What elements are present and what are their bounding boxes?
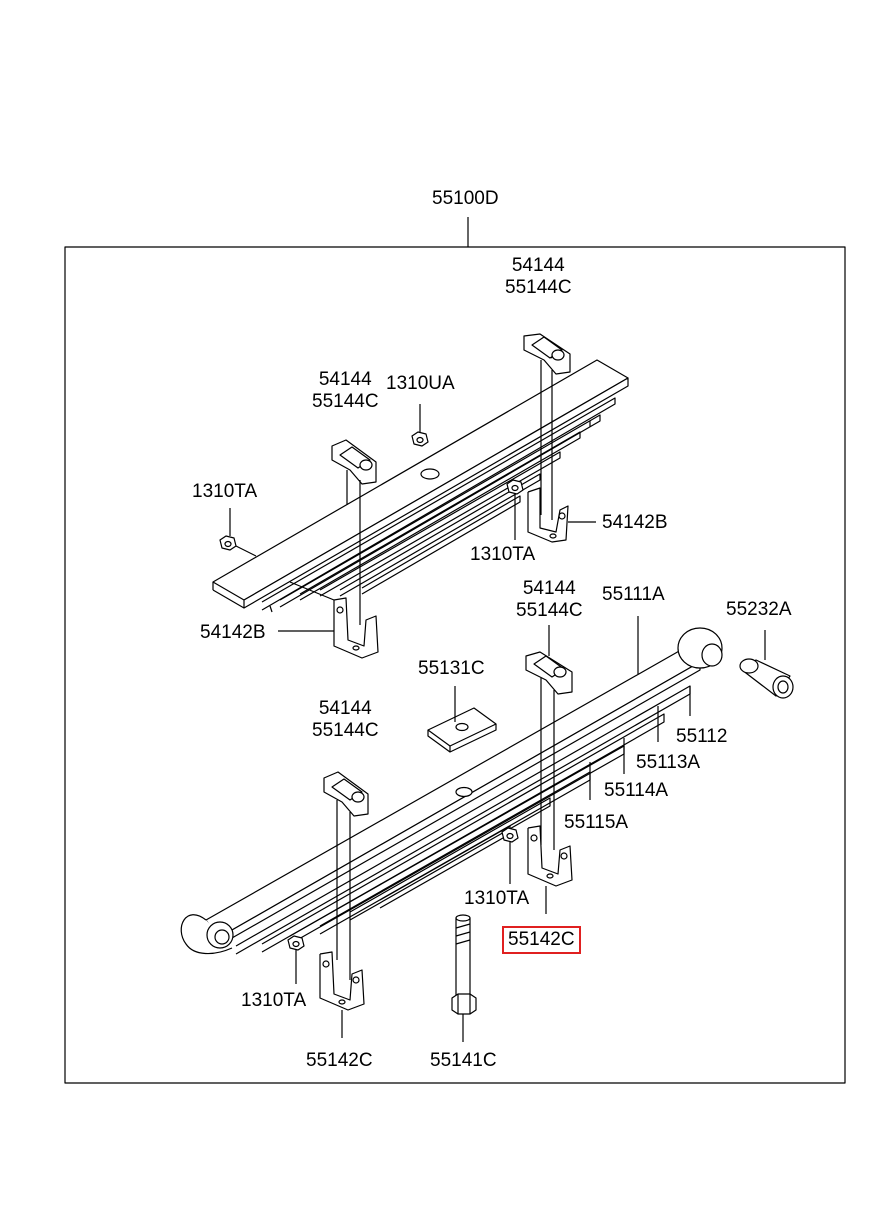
upper-nut-top [411,404,429,447]
lower-left-bracket [319,951,365,1038]
upper-right-pin-code-2: 55144C [505,277,572,298]
lower-left-bracket-label: 55142C [306,1050,373,1071]
lower-left-pin-code-1: 54144 [318,698,372,719]
leaf-3-label: 55113A [636,752,701,773]
center-bolt-label: 55141C [430,1050,497,1071]
upper-right-pin-label: 54144 55144C [505,255,572,299]
pad-label: 55131C [418,658,485,679]
upper-nut-top-label: 1310UA [386,373,455,394]
upper-left-pin-code-2: 55144C [312,391,379,412]
upper-left-pin-code-1: 54144 [318,369,372,390]
lower-right-bracket [527,825,573,914]
highlighted-part-label[interactable]: 55142C [502,926,581,954]
lower-left-pin-label: 54144 55144C [312,698,379,742]
center-bolt [451,914,477,1042]
main-leaf-label: 55111A [602,584,665,605]
lower-nut-left [287,935,305,984]
upper-left-pin-label: 54144 55144C [312,369,379,413]
lower-right-pin-code-2: 55144C [516,600,583,621]
lower-left-pin-code-2: 55144C [312,720,379,741]
upper-left-pin [331,439,377,625]
lower-leaf-spring [180,627,723,955]
upper-right-pin-code-1: 54144 [511,255,565,276]
upper-nut-left-label: 1310TA [192,481,258,502]
upper-nut-left [219,508,257,557]
bushing [739,630,794,699]
upper-nut-right [506,479,524,540]
upper-leaf-spring [212,359,629,613]
upper-right-bracket-label: 54142B [602,512,668,533]
lower-nut-right [501,827,519,884]
leaf-4-label: 55114A [604,780,669,801]
leaf-5-label: 55115A [564,812,629,833]
assembly-frame [64,246,846,1084]
leaf-2-label: 55112 [676,726,728,747]
lower-nut-right-label: 1310TA [464,888,530,909]
upper-right-bracket [527,487,569,543]
upper-nut-right-label: 1310TA [470,544,536,565]
lower-right-pin-label: 54144 55144C [516,578,583,622]
upper-right-pin [523,333,571,520]
bushing-label: 55232A [726,599,792,620]
upper-left-bracket-label: 54142B [200,622,266,643]
lower-right-pin-code-1: 54144 [522,578,576,599]
lower-nut-left-label: 1310TA [241,990,307,1011]
lower-right-pin [525,625,573,850]
spring-pad [427,686,497,753]
assembly-label: 55100D [432,188,499,209]
lower-left-pin [323,771,369,980]
upper-left-bracket [333,597,379,659]
